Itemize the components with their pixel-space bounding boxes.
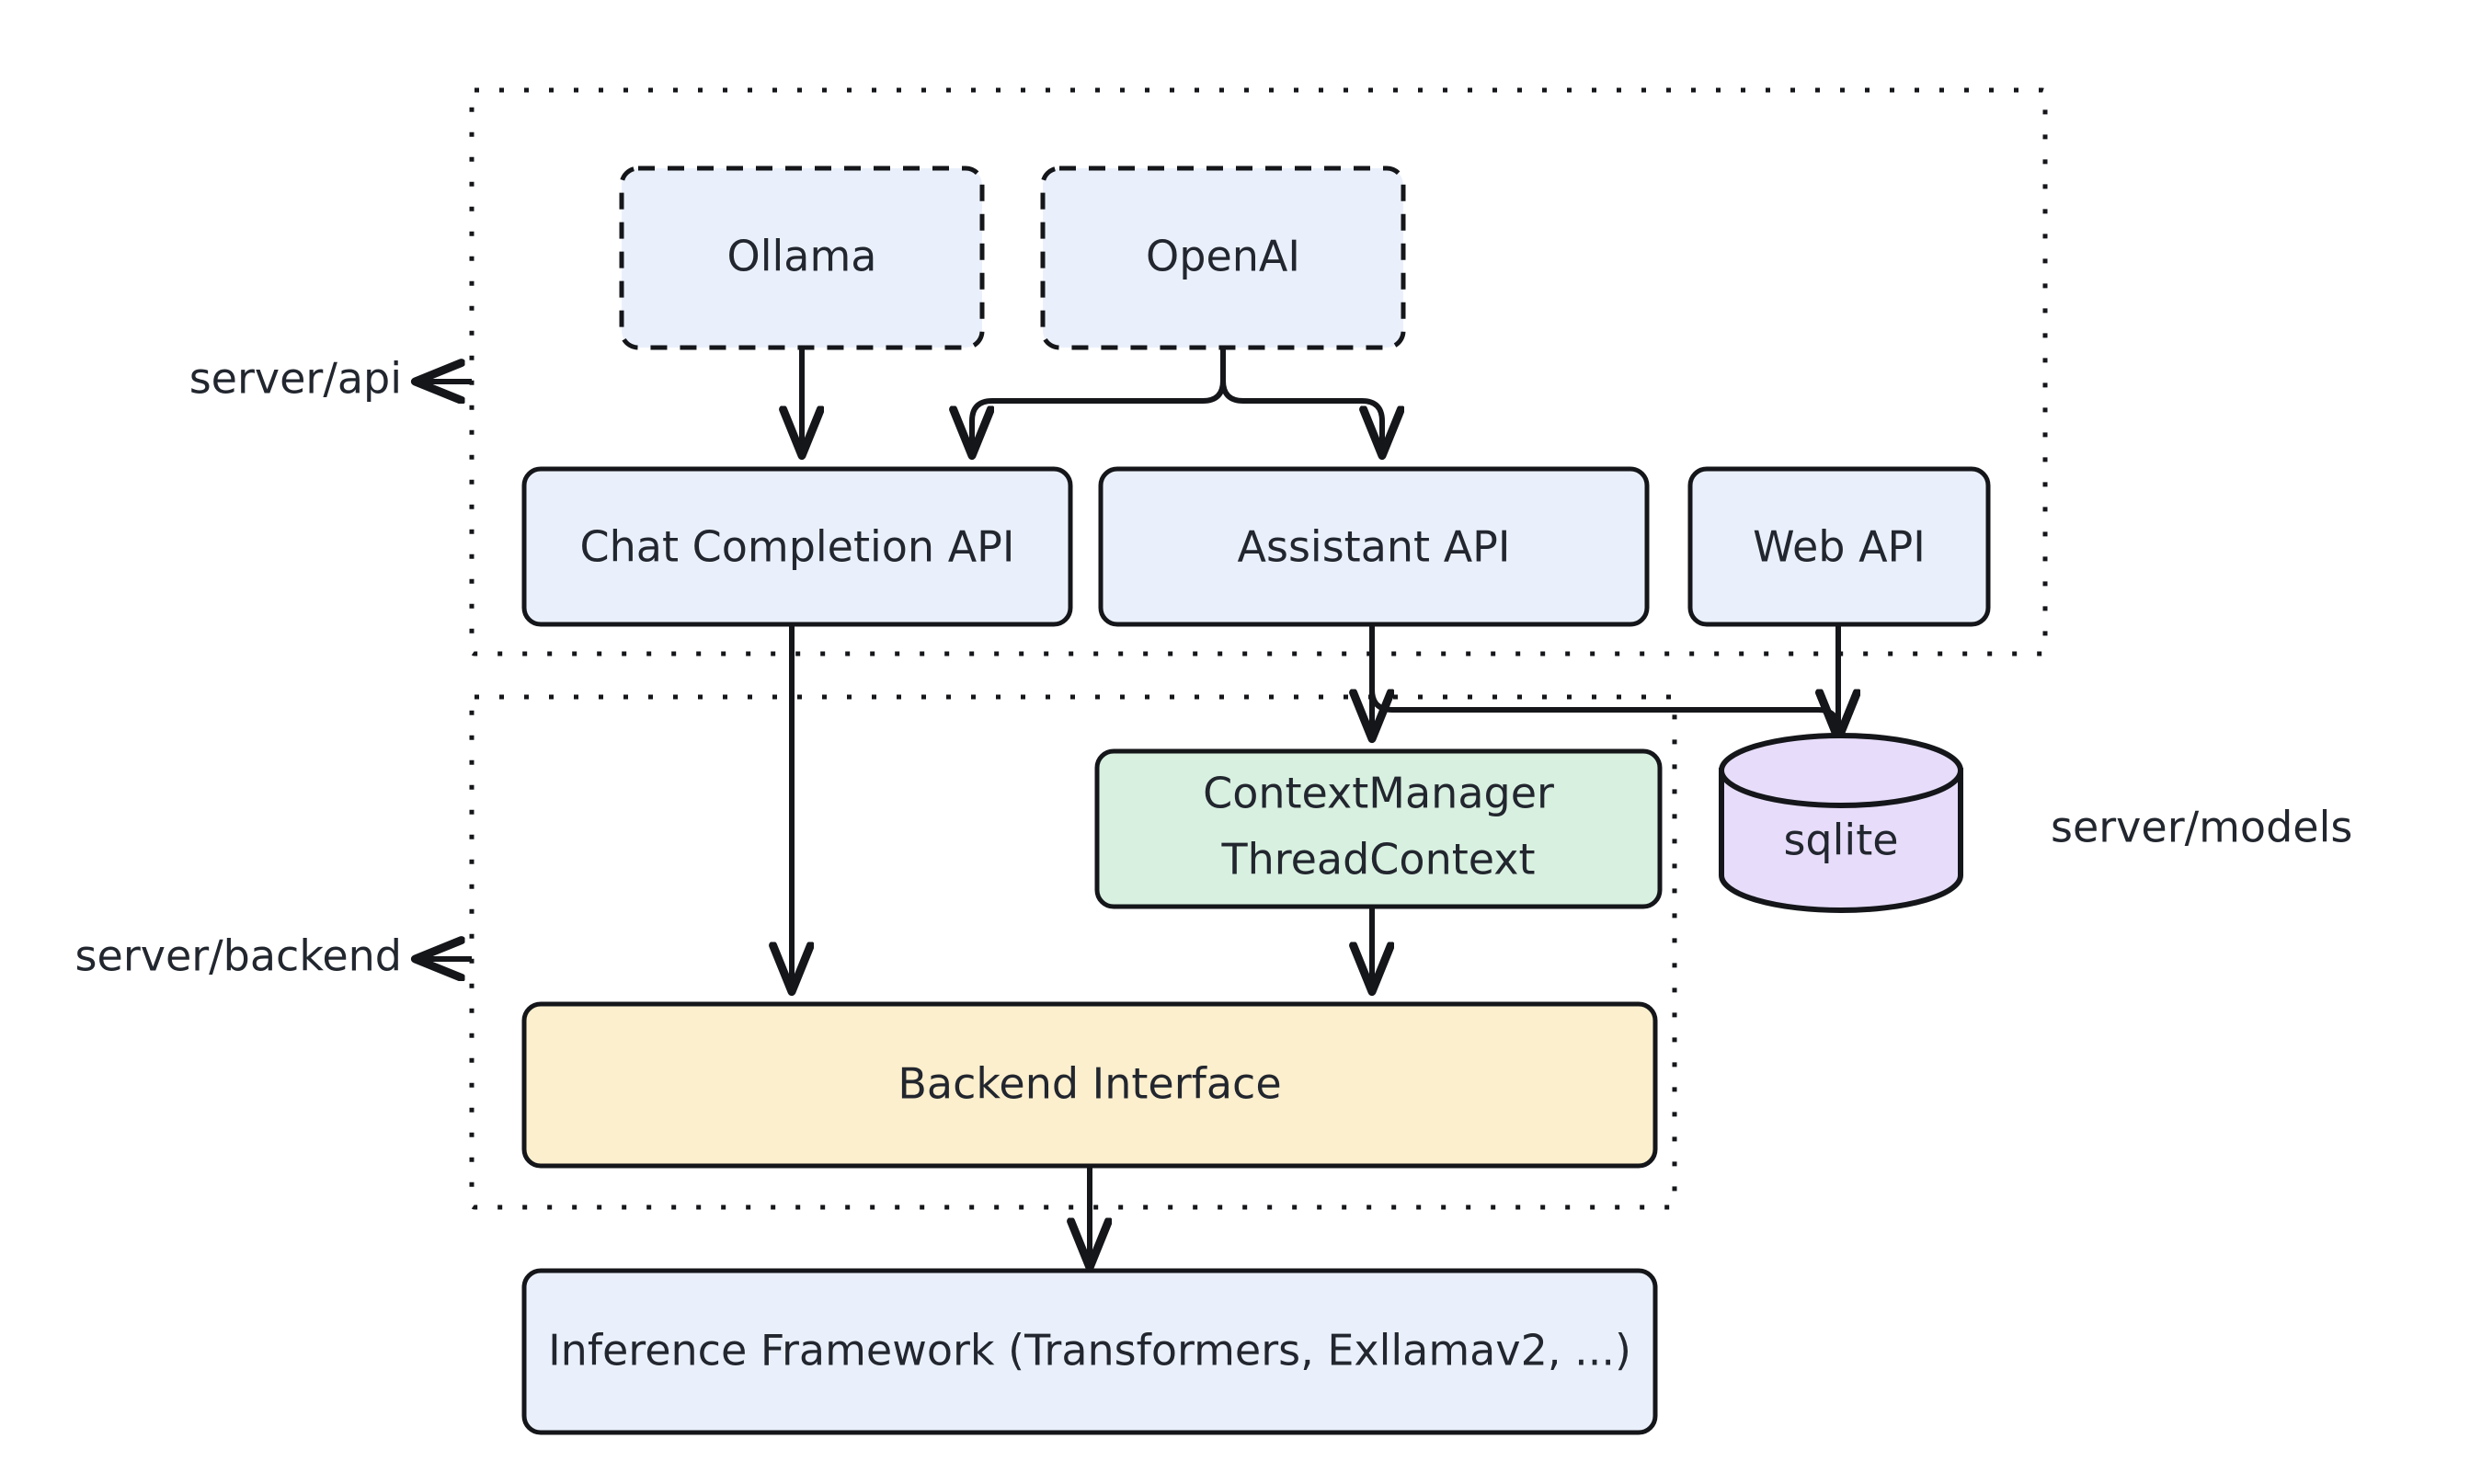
edge-openai-to-chat-api — [972, 348, 1226, 452]
node-web-api[interactable]: Web API — [1687, 466, 1991, 627]
group-label-server-backend: server/backend — [75, 931, 402, 981]
node-chat-completion-api-shape — [521, 466, 1073, 627]
node-ollama-shape — [619, 166, 985, 350]
node-backend-interface-shape — [521, 1001, 1658, 1169]
node-sqlite-cylinder-top — [1719, 733, 1963, 808]
group-label-server-models: server/models — [2051, 803, 2352, 852]
node-openai[interactable]: OpenAI — [1040, 166, 1406, 350]
node-inference-framework-label: Inference Framework (Transformers, Exlla… — [548, 1326, 1631, 1376]
edge-openai-to-assistant-api — [1220, 348, 1382, 452]
node-assistant-api[interactable]: Assistant API — [1098, 466, 1650, 627]
node-openai-shape — [1040, 166, 1406, 350]
group-container-server-backend — [469, 694, 1677, 1210]
node-web-api-shape — [1687, 466, 1991, 627]
node-backend-interface-label: Backend Interface — [898, 1059, 1281, 1109]
node-chat-completion-api-label: Chat Completion API — [580, 522, 1015, 572]
node-assistant-api-shape — [1098, 466, 1650, 627]
node-sqlite[interactable]: sqlite — [1719, 733, 1963, 913]
node-ollama[interactable]: Ollama — [619, 166, 985, 350]
node-chat-completion-api[interactable]: Chat Completion API — [521, 466, 1073, 627]
group-label-server-api: server/api — [189, 354, 402, 404]
node-context-manager-label-line1: ContextManager — [1203, 769, 1554, 818]
node-inference-framework-shape — [521, 1268, 1658, 1435]
node-sqlite-label: sqlite — [1783, 816, 1898, 865]
node-context-manager-shape — [1094, 748, 1663, 909]
node-inference-framework[interactable]: Inference Framework (Transformers, Exlla… — [521, 1268, 1658, 1435]
node-web-api-label: Web API — [1753, 522, 1926, 572]
node-ollama-label: Ollama — [727, 232, 877, 281]
node-sqlite-cylinder-body — [1719, 768, 1963, 913]
node-context-manager[interactable]: ContextManager ThreadContext — [1094, 748, 1663, 909]
node-context-manager-label-line2: ThreadContext — [1220, 835, 1535, 885]
node-openai-label: OpenAI — [1146, 232, 1300, 281]
edge-assistant-api-to-sqlite — [1369, 624, 1838, 736]
node-backend-interface[interactable]: Backend Interface — [521, 1001, 1658, 1169]
node-assistant-api-label: Assistant API — [1238, 522, 1511, 572]
